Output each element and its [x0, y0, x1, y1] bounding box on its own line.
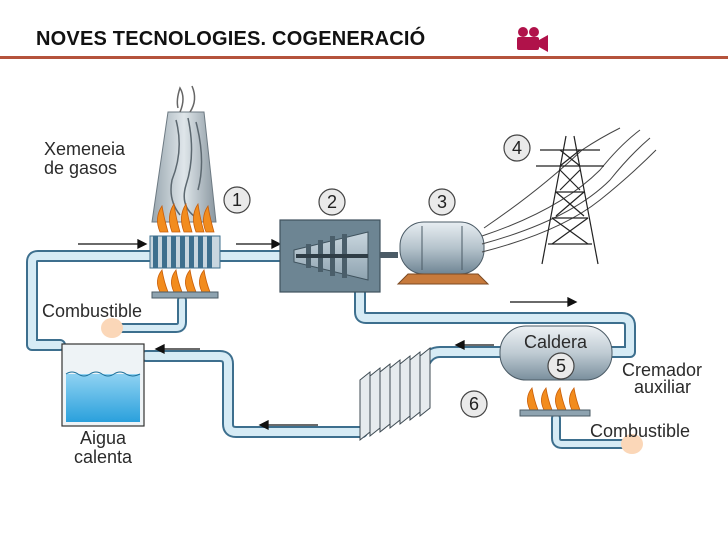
power-lines	[481, 127, 657, 253]
label-chimney-1: Xemeneia	[44, 139, 126, 159]
label-burner-1: Cremador	[622, 360, 702, 380]
flow-arrows	[78, 238, 578, 431]
badge-5	[547, 352, 575, 380]
badge-1-text: 1	[232, 190, 242, 210]
chimney-flames	[157, 202, 215, 233]
fuel-end-right	[621, 434, 643, 454]
label-fuel-right: Combustible	[590, 421, 690, 441]
video-camera-icon[interactable]	[515, 26, 549, 57]
burner-left	[151, 269, 219, 299]
chimney	[151, 85, 217, 223]
badge-6	[460, 390, 488, 418]
label-burner-2: auxiliar	[634, 377, 691, 397]
generator	[380, 221, 490, 285]
label-chimney-2: de gasos	[44, 158, 117, 178]
badge-6-text: 6	[469, 394, 479, 414]
badge-2	[318, 188, 346, 216]
badge-4	[503, 134, 531, 162]
heat-exchanger	[149, 235, 221, 269]
label-hot-water-1: Aigua	[80, 428, 127, 448]
hot-water-tank	[61, 343, 145, 427]
badge-5-text: 5	[556, 356, 566, 376]
fuel-end-left	[101, 318, 123, 338]
boiler	[499, 325, 613, 381]
radiator	[359, 346, 431, 442]
badge-3	[428, 188, 456, 216]
badge-4-text: 4	[512, 138, 522, 158]
power-pylon	[536, 135, 604, 265]
badge-1	[223, 186, 251, 214]
label-boiler: Caldera	[524, 332, 588, 352]
badge-2-text: 2	[327, 192, 337, 212]
label-hot-water-2: calenta	[74, 447, 133, 467]
turbine	[279, 219, 381, 293]
label-fuel-left: Combustible	[42, 301, 142, 321]
page-title: NOVES TECNOLOGIES. COGENERACIÓ	[36, 28, 426, 50]
burner-right	[519, 387, 591, 417]
number-badges: 1 2 3 4 5 6	[223, 134, 575, 418]
badge-3-text: 3	[437, 192, 447, 212]
title-underline	[0, 56, 728, 59]
